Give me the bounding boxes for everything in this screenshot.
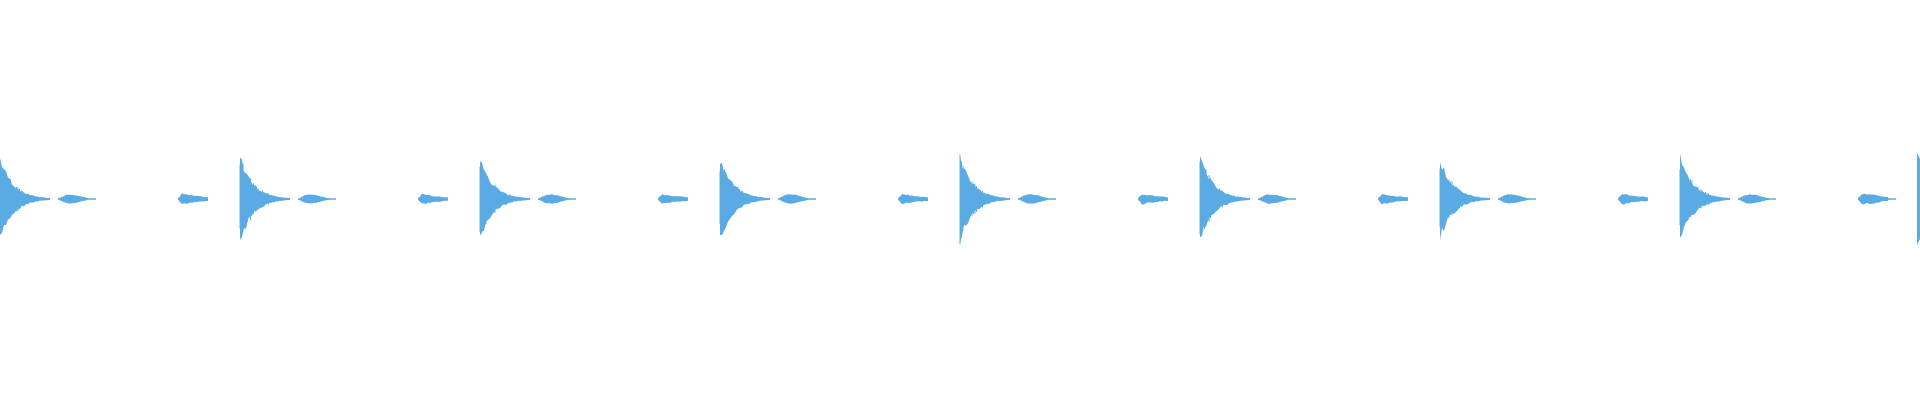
snare-hit-6	[1618, 194, 1648, 205]
kick-transient-detail-2	[479, 165, 527, 234]
snare-hit-1	[418, 193, 448, 204]
tail-tick-7	[1738, 194, 1776, 204]
kick-transient-detail-1	[239, 163, 287, 230]
tail-tick-2	[538, 194, 576, 204]
snare-hit-5	[1378, 194, 1408, 205]
tail-tick-0	[58, 194, 96, 204]
tail-tick-3	[778, 194, 816, 204]
snare-hit-8	[1858, 194, 1888, 205]
snare-hit-3	[898, 194, 928, 205]
tail-tick-5	[1258, 194, 1296, 204]
snare-hit-0	[178, 193, 208, 205]
kick-transient-detail-6	[1439, 168, 1487, 227]
kick-transient-edge	[1917, 153, 1920, 245]
kick-transient-detail-0	[0, 160, 47, 234]
kick-transient-detail-5	[1199, 161, 1247, 235]
snare-hit-4	[1138, 194, 1168, 205]
kick-transient-detail-3	[719, 168, 767, 231]
snare-hit-2	[658, 194, 688, 204]
kick-transient-detail-7	[1679, 166, 1727, 228]
tail-tick-1	[298, 194, 336, 204]
kick-transient-detail-4	[959, 154, 1007, 245]
waveform-marks	[0, 153, 1920, 245]
tail-tick-6	[1498, 194, 1536, 204]
tail-tick-4	[1018, 194, 1056, 204]
